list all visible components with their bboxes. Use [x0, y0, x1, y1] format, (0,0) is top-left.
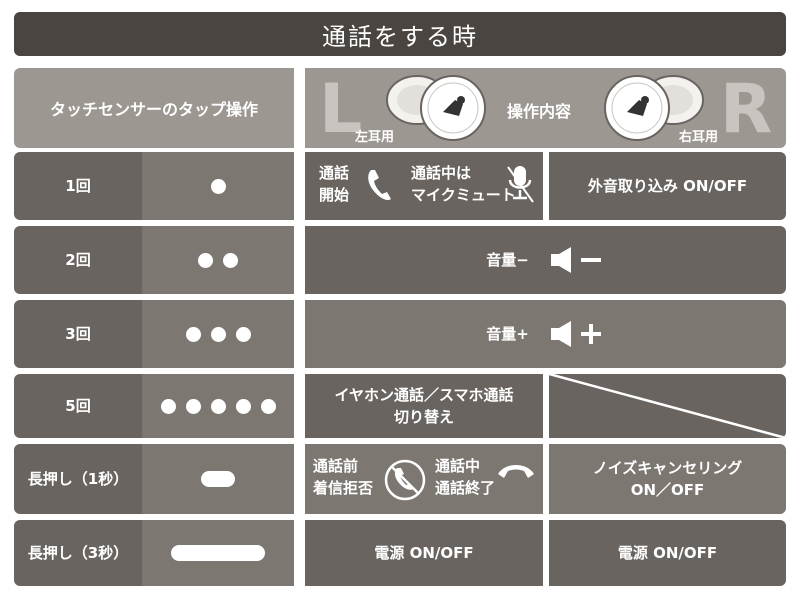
row-4-count: 5回	[14, 374, 142, 438]
page-title: 通話をする時	[14, 12, 786, 56]
row-5-left-op: 通話前 着信拒否 通話中 通話終了	[305, 444, 543, 514]
tap-dot	[235, 398, 251, 414]
volume-up-label: 音量+	[486, 325, 529, 343]
end-call-line-2: 通話終了	[435, 479, 496, 497]
power-right-label: 電源 ON/OFF	[617, 544, 718, 562]
row-1-dots	[142, 152, 294, 220]
tap-dot	[210, 398, 226, 414]
tap-dots	[181, 326, 256, 342]
row-6-count-label: 長押し（3秒）	[27, 544, 129, 562]
row-1-left-op: 通話 開始 通話中は マイクミュート	[305, 152, 543, 220]
reject-call-line-2: 着信拒否	[313, 479, 374, 497]
volume-up-icon	[550, 321, 601, 347]
row-3-count: 3回	[14, 300, 142, 368]
ambient-sound-label: 外音取り込み ON/OFF	[587, 177, 748, 195]
tap-dot	[185, 398, 201, 414]
tap-dot	[235, 326, 251, 342]
end-call-line-1: 通話中	[435, 457, 481, 475]
left-earbud-icon	[386, 75, 486, 141]
mic-mute-icon	[507, 166, 534, 203]
call-switch-line-2: 切り替え	[393, 408, 454, 426]
row-1-count-label: 1回	[65, 177, 91, 195]
call-start-text: 通話 開始	[319, 162, 349, 206]
row-4-count-label: 5回	[65, 397, 91, 415]
volume-down-icon	[550, 247, 601, 273]
noise-cancel-line-1: ノイズキャンセリング	[592, 459, 743, 477]
phone-icon	[368, 170, 391, 200]
tap-dots	[156, 398, 281, 414]
row-4-left-op: イヤホン通話／スマホ通話 切り替え	[305, 374, 543, 438]
tap-dot	[223, 252, 238, 268]
row-4-right-op-empty	[549, 374, 786, 438]
tap-dot	[260, 398, 276, 414]
call-start-line-1: 通話	[319, 164, 350, 182]
row-3-dots	[142, 300, 294, 368]
row-1-count: 1回	[14, 152, 142, 220]
tap-dot	[185, 326, 201, 342]
call-reject-icon	[384, 459, 426, 501]
left-letter: L	[319, 70, 363, 148]
page-title-text: 通話をする時	[322, 22, 478, 51]
row-2-op: 音量−	[305, 226, 786, 294]
tap-dot	[160, 398, 176, 414]
tap-dots	[193, 252, 243, 268]
end-call-text: 通話中 通話終了	[435, 455, 495, 499]
no-function-slash	[549, 374, 786, 438]
right-earbud-icon	[604, 75, 704, 141]
row-5-right-op: ノイズキャンセリング ON／OFF	[549, 444, 786, 514]
row-6-left-op: 電源 ON/OFF	[305, 520, 543, 586]
row-3-op: 音量+	[305, 300, 786, 368]
row-1-right-op: 外音取り込み ON/OFF	[549, 152, 786, 220]
tap-dot	[210, 326, 226, 342]
tap-dot	[210, 178, 226, 194]
call-start-line-2: 開始	[319, 186, 350, 204]
long-press-icon	[171, 545, 265, 561]
row-5-count-label: 長押し（1秒）	[27, 470, 129, 488]
mic-mute-line-1: 通話中は	[411, 164, 472, 182]
hang-up-icon	[498, 465, 534, 478]
row-5-count: 長押し（1秒）	[14, 444, 142, 514]
header-tap-operation-label: タッチセンサーのタップ操作	[49, 100, 258, 119]
row-6-right-op: 電源 ON/OFF	[549, 520, 786, 586]
right-ear-label: 右耳用	[679, 130, 719, 145]
tap-dot	[198, 252, 213, 268]
mic-mute-line-2: マイクミュート	[411, 186, 516, 204]
row-6-count: 長押し（3秒）	[14, 520, 142, 586]
header-tap-operation: タッチセンサーのタップ操作	[14, 68, 294, 148]
row-4-dots	[142, 374, 294, 438]
row-2-count: 2回	[14, 226, 142, 294]
header-operation-content-label: 操作内容	[507, 102, 572, 121]
mic-mute-text: 通話中は マイクミュート	[411, 162, 516, 206]
right-letter: R	[720, 70, 773, 148]
noise-cancel-line-2: ON／OFF	[630, 481, 705, 499]
row-2-dots	[142, 226, 294, 294]
reject-call-line-1: 通話前	[313, 457, 359, 475]
tap-dots	[206, 178, 231, 194]
row-6-press	[142, 520, 294, 586]
row-5-press	[142, 444, 294, 514]
power-left-label: 電源 ON/OFF	[374, 544, 474, 562]
header-operation-content: L R 左耳用 操作内容 右耳用	[305, 68, 786, 148]
volume-down-label: 音量−	[486, 251, 529, 269]
short-press-icon	[201, 471, 235, 487]
reject-call-text: 通話前 着信拒否	[313, 455, 373, 499]
call-switch-line-1: イヤホン通話／スマホ通話	[334, 386, 514, 404]
left-ear-label: 左耳用	[355, 130, 395, 145]
row-3-count-label: 3回	[65, 325, 91, 343]
row-2-count-label: 2回	[65, 251, 91, 269]
